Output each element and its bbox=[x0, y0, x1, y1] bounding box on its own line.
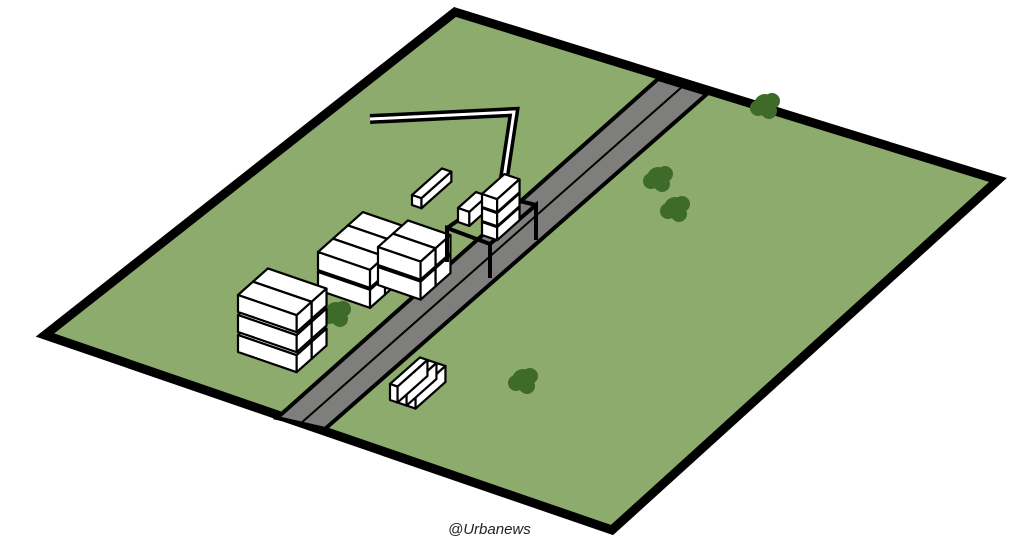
crane bbox=[369, 106, 520, 179]
container-side bbox=[410, 193, 423, 210]
container-end bbox=[295, 300, 313, 334]
shipping-container bbox=[480, 172, 521, 214]
shipping-container bbox=[236, 280, 313, 334]
container-end bbox=[496, 178, 521, 214]
container-side bbox=[456, 206, 471, 227]
credit-watermark: @Urbanews bbox=[448, 521, 531, 538]
tree-icon bbox=[643, 166, 673, 192]
tree-icon bbox=[660, 196, 690, 222]
container-end bbox=[396, 358, 429, 404]
ground-plot bbox=[35, 7, 1007, 536]
shipping-container bbox=[376, 232, 437, 281]
tree-icon bbox=[750, 93, 780, 119]
container-end bbox=[295, 340, 313, 374]
tree-icon bbox=[321, 301, 351, 327]
container-end bbox=[419, 267, 437, 301]
shipping-container bbox=[388, 356, 429, 404]
shipping-container bbox=[410, 167, 453, 210]
container-end bbox=[419, 247, 437, 281]
container-end bbox=[295, 320, 313, 354]
container-side bbox=[388, 382, 399, 404]
container-end bbox=[420, 170, 453, 210]
tree-icon bbox=[508, 368, 538, 394]
